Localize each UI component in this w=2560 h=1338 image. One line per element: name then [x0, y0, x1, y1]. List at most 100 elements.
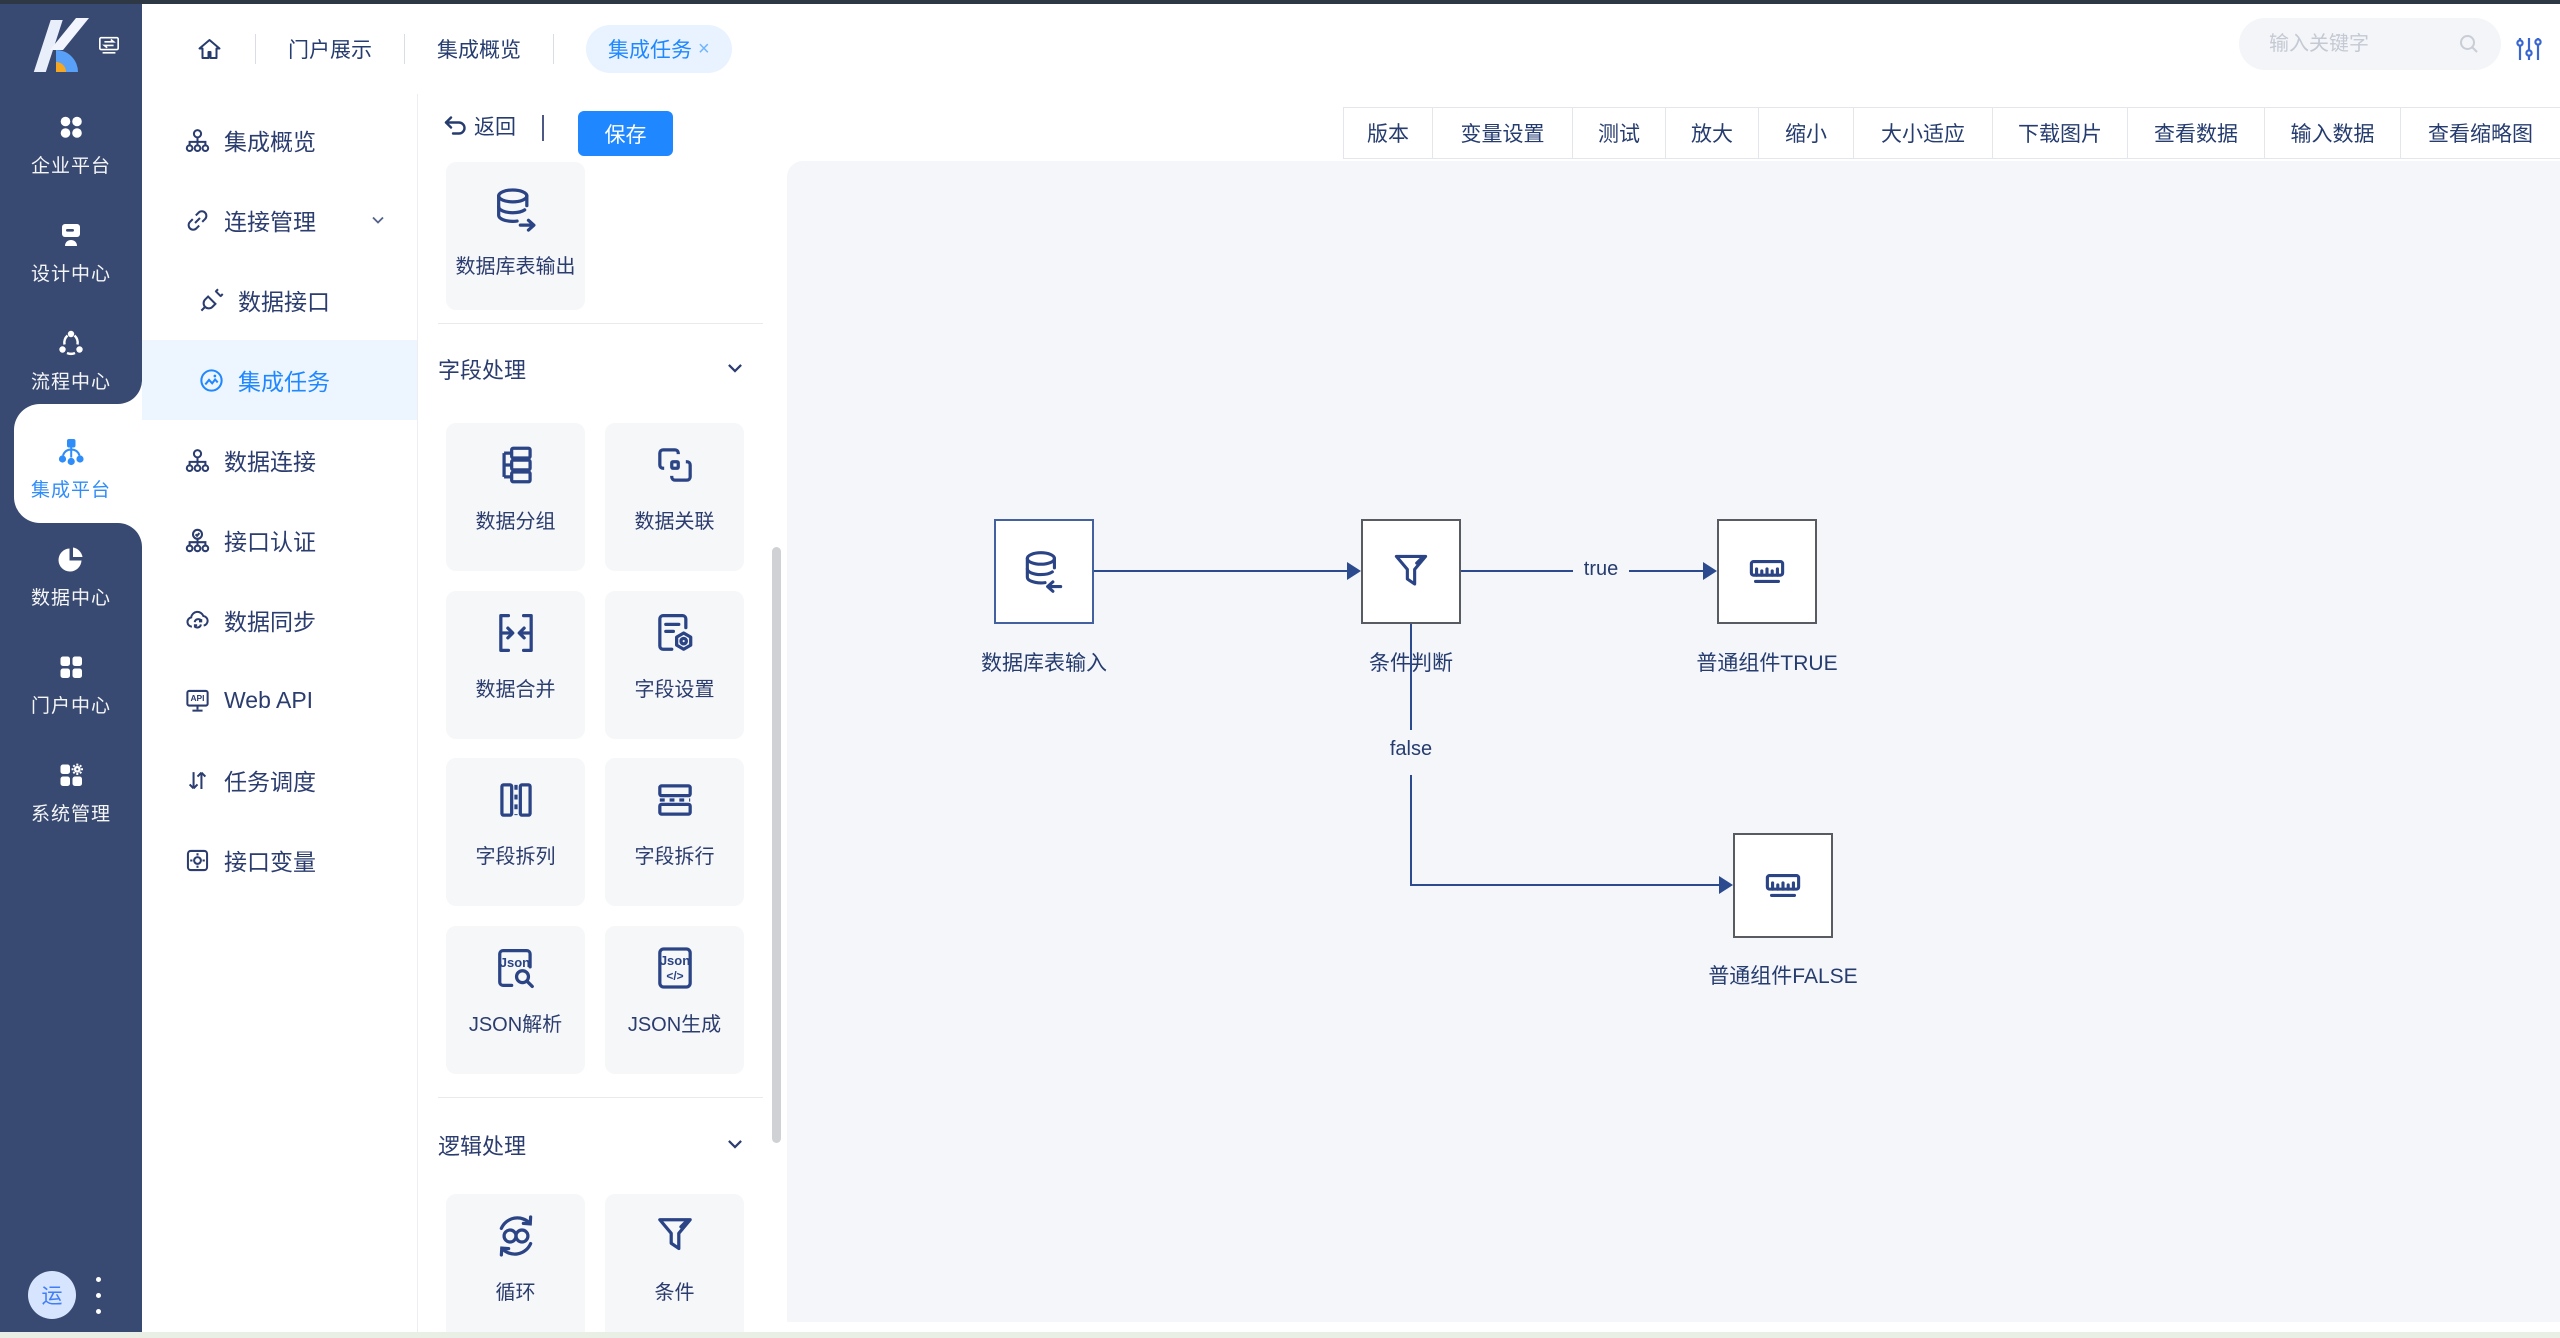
sort-arrows-icon	[188, 771, 207, 789]
palette-divider	[438, 323, 763, 324]
action-download-image[interactable]: 下载图片	[1992, 108, 2127, 158]
palette-item-json-generate[interactable]: Json </> JSON生成	[605, 926, 744, 1074]
widget-icon	[1765, 874, 1801, 897]
palette-item-db-output[interactable]: 数据库表输出	[446, 162, 585, 310]
palette-item-field-settings[interactable]: 字段设置	[605, 591, 744, 739]
window-bottom-edge	[0, 1332, 2560, 1338]
edge-condition-to-false[interactable]	[1410, 624, 1412, 730]
canvas-actions-group: 版本 变量设置 测试 放大 缩小 大小适应 下载图片 查看数据 输入数据 查看缩…	[1343, 107, 2560, 159]
edge-condition-to-false[interactable]	[1410, 884, 1720, 886]
menu-item-label: 集成概览	[224, 129, 316, 155]
nav-item-portal-display[interactable]: 门户展示	[288, 39, 372, 62]
flow-canvas[interactable]: true false 数据库表输入 条件判断	[787, 161, 2560, 1322]
palette-item-label: 字段设置	[634, 679, 715, 701]
palette-item-field-split-column[interactable]: 字段拆列	[446, 758, 585, 906]
org-chart-icon	[185, 128, 210, 152]
action-fit-size[interactable]: 大小适应	[1853, 108, 1992, 158]
database-output-icon	[496, 188, 535, 232]
action-view-data[interactable]: 查看数据	[2127, 108, 2264, 158]
data-relate-icon	[657, 448, 692, 482]
rail-item-design[interactable]: 设计中心	[0, 220, 142, 286]
nav-separator	[404, 34, 405, 64]
more-menu-icon[interactable]	[96, 1277, 102, 1325]
edge-condition-to-true[interactable]	[1629, 570, 1703, 572]
save-button[interactable]: 保存	[578, 111, 673, 156]
search-icon[interactable]	[2457, 32, 2481, 56]
rail-item-label: 流程中心	[30, 372, 111, 393]
action-input-data[interactable]: 输入数据	[2264, 108, 2400, 158]
chevron-down-icon[interactable]	[724, 357, 746, 379]
rail-item-enterprise[interactable]: 企业平台	[0, 112, 142, 178]
edge-db-to-condition[interactable]	[1094, 570, 1348, 572]
action-zoom-in[interactable]: 放大	[1665, 108, 1758, 158]
palette-item-loop[interactable]: 循环	[446, 1194, 585, 1332]
menu-item-data-connection[interactable]: 数据连接	[142, 420, 417, 500]
action-zoom-out[interactable]: 缩小	[1758, 108, 1853, 158]
nav-item-integration-overview[interactable]: 集成概览	[437, 39, 521, 62]
palette-scrollbar[interactable]	[772, 547, 781, 1143]
node-label: 普通组件TRUE	[1696, 652, 1838, 675]
rail-item-process[interactable]: 流程中心	[0, 328, 142, 394]
collapse-sidebar-icon[interactable]	[98, 34, 120, 56]
filter-sliders-icon[interactable]	[2514, 34, 2544, 64]
menu-item-integration-overview[interactable]: 集成概览	[142, 100, 417, 180]
palette-item-data-group[interactable]: 数据分组	[446, 423, 585, 571]
rail-item-system[interactable]: 系统管理	[0, 760, 142, 826]
menu-item-api-auth[interactable]: 接口认证	[142, 500, 417, 580]
menu-item-api-variables[interactable]: 接口变量	[142, 820, 417, 900]
system-management-icon	[60, 763, 83, 786]
menu-item-connection-management[interactable]: 连接管理	[142, 180, 417, 260]
palette-item-label: JSON生成	[627, 1014, 722, 1036]
menu-item-integration-task[interactable]: 集成任务	[142, 340, 417, 420]
node-condition[interactable]	[1361, 519, 1461, 624]
menu-item-web-api[interactable]: API Web API	[142, 660, 417, 740]
action-test[interactable]: 测试	[1572, 108, 1665, 158]
tab-integration-task[interactable]: 集成任务 ×	[586, 25, 732, 73]
rail-item-data-center[interactable]: 数据中心	[0, 544, 142, 610]
action-version[interactable]: 版本	[1367, 123, 1409, 146]
chevron-down-icon[interactable]	[369, 211, 387, 229]
palette-divider	[438, 1097, 763, 1098]
palette-item-field-split-row[interactable]: 字段拆行	[605, 758, 744, 906]
undo-arrow-icon	[444, 116, 466, 135]
data-merge-icon	[498, 614, 533, 652]
variable-gear-icon	[186, 849, 209, 871]
palette-item-data-relate[interactable]: 数据关联	[605, 423, 744, 571]
menu-item-data-interface[interactable]: 数据接口	[142, 260, 417, 340]
menu-item-data-sync[interactable]: 数据同步	[142, 580, 417, 660]
menu-item-label: 接口变量	[224, 849, 316, 875]
rail-item-portal[interactable]: 门户中心	[0, 652, 142, 718]
edge-condition-to-true[interactable]	[1461, 570, 1573, 572]
rail-item-integration[interactable]: 集成平台	[0, 436, 142, 502]
field-settings-icon	[657, 614, 692, 651]
plug-icon	[200, 288, 224, 311]
section-title-field-processing[interactable]: 字段处理	[438, 358, 527, 383]
palette-item-label: 数据合并	[475, 679, 556, 701]
section-title-logic-processing[interactable]: 逻辑处理	[438, 1134, 527, 1159]
palette-item-data-merge[interactable]: 数据合并	[446, 591, 585, 739]
palette-item-condition[interactable]: 条件	[605, 1194, 744, 1332]
home-icon[interactable]	[196, 36, 223, 63]
integration-platform-icon	[58, 439, 84, 466]
palette-item-label: 条件	[654, 1282, 695, 1304]
tab-close-icon[interactable]: ×	[698, 37, 710, 60]
action-variable-settings[interactable]: 变量设置	[1432, 108, 1572, 158]
edge-condition-to-false[interactable]	[1410, 775, 1412, 886]
palette-item-json-parse[interactable]: Json JSON解析	[446, 926, 585, 1074]
rail-item-label: 门户中心	[30, 696, 111, 717]
user-avatar[interactable]: 运	[28, 1271, 76, 1319]
action-view-thumbnail[interactable]: 查看缩略图	[2400, 108, 2560, 158]
search-input[interactable]	[2267, 31, 2441, 57]
svg-text:Json: Json	[499, 955, 529, 970]
node-label: 条件判断	[1369, 652, 1453, 675]
node-db-table-input[interactable]	[994, 519, 1094, 624]
menu-item-task-scheduling[interactable]: 任务调度	[142, 740, 417, 820]
back-button[interactable]: 返回	[442, 111, 516, 141]
chevron-down-icon[interactable]	[724, 1133, 746, 1155]
node-common-component-true[interactable]	[1717, 519, 1817, 624]
secondary-menu: 集成概览 连接管理 数据接口	[142, 94, 418, 1332]
primary-sidebar: 企业平台 设计中心 流程中心	[0, 4, 142, 1332]
portal-center-icon	[60, 656, 82, 678]
node-common-component-false[interactable]	[1733, 833, 1833, 938]
